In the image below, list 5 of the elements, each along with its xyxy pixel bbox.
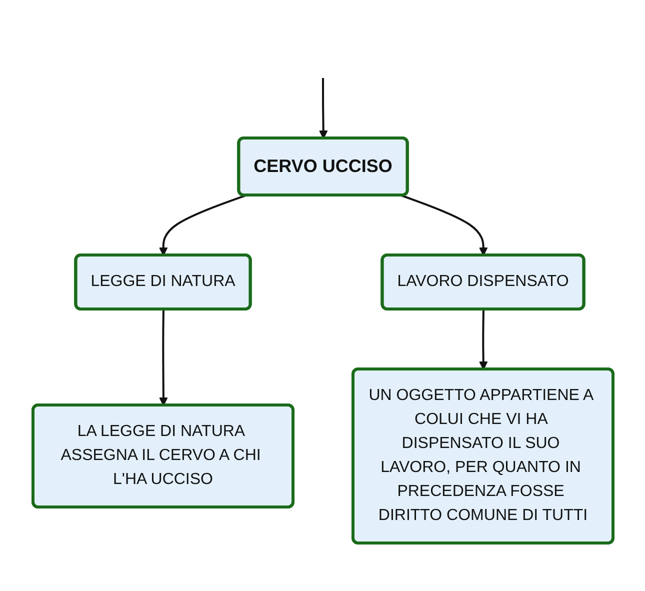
arrow: [400, 194, 488, 256]
arrow: [318, 78, 328, 139]
arrow: [478, 309, 488, 370]
arrow: [158, 194, 246, 256]
arrow: [158, 309, 168, 406]
